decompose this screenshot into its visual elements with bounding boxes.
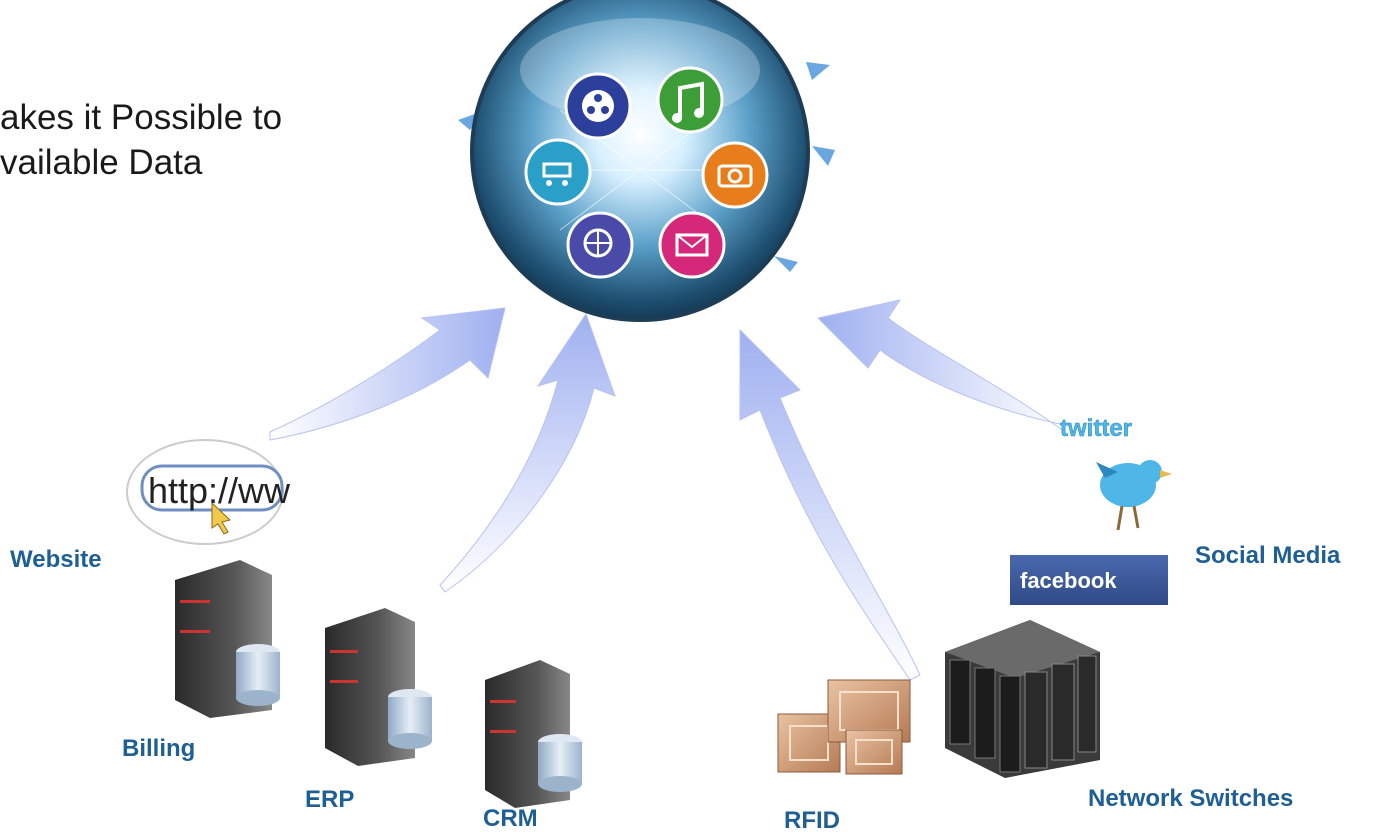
music-note-icon (656, 66, 724, 134)
twitter-bird-icon (1096, 460, 1172, 531)
arrow-from-social (817, 299, 1066, 433)
twitter-logo-text: twitter (1060, 415, 1132, 442)
facebook-logo: facebook (1010, 555, 1168, 605)
film-reel-icon (564, 72, 632, 140)
arrow-from-rfid (739, 328, 921, 681)
crm-label: CRM (483, 805, 538, 832)
crm-server-icon (485, 660, 582, 808)
shopping-cart-icon (524, 138, 592, 206)
billing-label: Billing (122, 735, 196, 762)
billing-server-icon (175, 560, 280, 718)
http-logo-text: http://ww (148, 470, 291, 511)
arrow-from-website (269, 307, 506, 441)
network-switches-label: Network Switches (1088, 785, 1294, 812)
arrow-from-erp (439, 312, 616, 593)
hub-globe (458, 0, 835, 322)
website-label: Website (10, 546, 102, 573)
envelope-icon (658, 211, 726, 279)
headline-line-1: akes it Possible to (0, 98, 283, 137)
rfid-tags-icon (777, 679, 911, 775)
social-media-label: Social Media (1195, 542, 1341, 569)
twitter-logo: twitter (1060, 415, 1133, 443)
erp-label: ERP (305, 786, 355, 813)
camera-icon (701, 141, 769, 209)
headline-line-2: vailable Data (0, 143, 203, 182)
facebook-logo-text: facebook (1020, 568, 1117, 593)
headline: akes it Possible to vailable Data (0, 95, 282, 185)
rfid-label: RFID (784, 807, 840, 834)
globe-cursor-icon (566, 211, 634, 279)
http-address-bar-image: http://ww (126, 439, 291, 545)
network-switches-icon (945, 620, 1100, 778)
erp-server-icon (325, 608, 432, 766)
